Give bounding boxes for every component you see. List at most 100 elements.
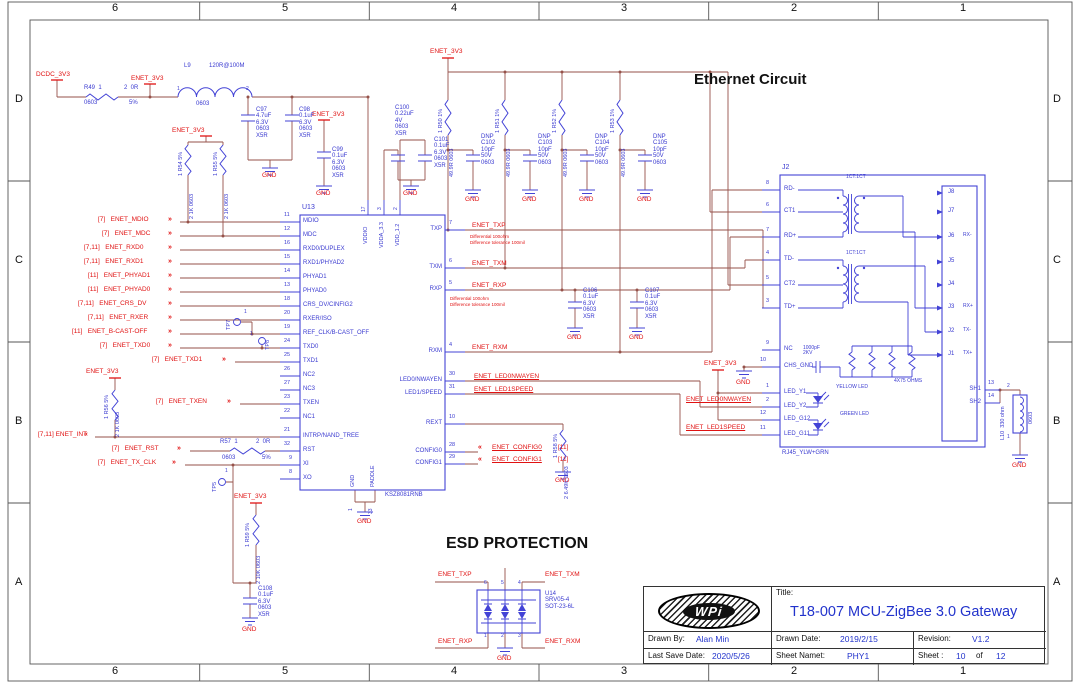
net-label: ENET_RXP (438, 638, 473, 645)
net-label: [11] ENET_PHYAD0 (88, 286, 151, 293)
net-label: GND (262, 172, 277, 179)
pin-number: 23 (284, 394, 291, 400)
component-label: C98 0.1uF 6.3V 0603 X5R (299, 107, 315, 139)
net-label: [7] ENET_TX_CLK (98, 459, 157, 466)
pin-name: TXD0 (303, 344, 319, 350)
net-label: ENET_RXP (472, 282, 507, 289)
frame-col-label: 5 (282, 2, 289, 14)
pin-name: NC2 (303, 372, 316, 378)
pin-name: MDC (303, 232, 317, 238)
pin-name: J3 (948, 304, 955, 310)
drawn-by-label: Drawn By: (648, 634, 685, 643)
net-label: GND (567, 334, 582, 341)
routing-note: Differential 100ohm (470, 234, 509, 239)
net-chevron-icon: « (478, 444, 482, 451)
net-chevron-icon: « (84, 431, 88, 438)
component-label: DNP C103 10pF 50V 0603 (538, 134, 553, 166)
net-label: [7] ENET_MDIO (98, 216, 149, 223)
pin-name: NC3 (303, 386, 316, 392)
net-label: GND (403, 190, 418, 197)
component-label-rotated: 49.9R 0603 (506, 148, 512, 177)
pin-name: MDIO (303, 218, 319, 224)
component-label: 1CT:1CT (846, 174, 866, 180)
part-number-u14: U14 SRV05-4 SOT-23-6L (545, 591, 575, 610)
frame-col-label: 4 (451, 665, 458, 677)
net-label: [7,11] ENET_RXD0 (84, 244, 144, 251)
pin-number: 26 (284, 366, 291, 372)
pin-number: 7 (766, 227, 770, 233)
component-label-rotated: 2 6.49K 0603 (564, 466, 570, 499)
component-label-rotated: 17 (361, 206, 367, 212)
net-label: ENET_LED0NWAYEN (686, 396, 752, 403)
frame-col-label: 1 (960, 665, 967, 677)
component-label-rotated: 0603 (1028, 411, 1034, 424)
pin-number: 31 (449, 384, 456, 390)
pin-number: 10 (760, 357, 767, 363)
pin-number: 9 (766, 340, 770, 346)
part-number-u13: KSZ8081RNB (385, 492, 423, 498)
component-label: C106 0.1uF 6.3V 0603 X5R (583, 288, 599, 320)
pin-name: LED_G11 (784, 431, 810, 437)
net-label: GND (579, 196, 594, 203)
pin-number: 11 (284, 212, 290, 218)
pin-name: TXP (430, 226, 442, 232)
pin-number: 13 (988, 380, 995, 386)
pin-number: 14 (284, 268, 291, 274)
component-label: 5 (501, 580, 504, 586)
pin-name: CONFIG1 (415, 460, 442, 466)
component-label-rotated: 1 R55 5% (213, 151, 219, 176)
pin-name: PHYAD1 (303, 274, 327, 280)
pin-number: 4 (449, 342, 453, 348)
pin-number: 15 (284, 254, 291, 260)
net-chevron-icon: » (168, 314, 172, 321)
pin-number: 32 (284, 441, 291, 447)
net-label: GND (497, 655, 512, 662)
component-label: 3 (518, 633, 521, 639)
pin-name: LED_Y2 (784, 403, 807, 409)
net-label: [7,11] ENET_INT (38, 431, 88, 438)
frame-row-label: B (15, 415, 23, 427)
pin-name: RX+ (963, 303, 973, 309)
net-chevron-icon: » (177, 445, 181, 452)
pin-number: 28 (449, 442, 456, 448)
pin-number: 25 (284, 352, 291, 358)
pin-name: J4 (948, 281, 955, 287)
net-label: [7] ENET_RST (112, 445, 159, 452)
pin-name: RXD0/DUPLEX (303, 246, 345, 252)
pin-name: RXM (428, 348, 442, 354)
net-label: [7] ENET_MDC (102, 230, 151, 237)
logo-text: WPi (682, 602, 736, 620)
net-label: ENET_TXP (438, 571, 472, 578)
component-label: 2 (246, 86, 249, 92)
net-label: GND (637, 196, 652, 203)
last-save-value: 2020/5/26 (712, 651, 750, 661)
net-label: [11] (558, 456, 569, 463)
net-label: [7,11] ENET_CRS_DV (78, 300, 147, 307)
component-label: 0603 (84, 100, 98, 106)
net-chevron-icon: » (168, 272, 172, 279)
component-label: 2 0R (256, 439, 271, 445)
net-label: ENET_3V3 (704, 360, 737, 367)
net-label: GND (629, 334, 644, 341)
pin-name: RX- (963, 232, 972, 238)
pin-number: 30 (449, 371, 456, 377)
component-label: 5% (129, 100, 138, 106)
pin-name: NC1 (303, 414, 316, 420)
pin-number: 8 (766, 180, 770, 186)
sheet-title: T18-007 MCU-ZigBee 3.0 Gateway (790, 604, 1018, 620)
pin-number: 27 (284, 380, 291, 386)
pin-name: TXD1 (303, 358, 319, 364)
component-label-rotated: L10 330 ohm (1000, 406, 1006, 440)
routing-note: Difference tolerance 100mil (470, 240, 525, 245)
net-chevron-icon: » (168, 230, 172, 237)
pin-number: 1 (766, 383, 770, 389)
pin-name: RD+ (784, 233, 797, 239)
refdes-u13: U13 (302, 204, 315, 211)
component-label: 5% (262, 455, 271, 461)
net-label: GND (555, 477, 570, 484)
pin-number: 12 (760, 410, 767, 416)
pin-name: REXT (425, 420, 442, 426)
last-save-label: Last Save Date: (648, 651, 705, 660)
pin-name: J1 (948, 351, 955, 357)
